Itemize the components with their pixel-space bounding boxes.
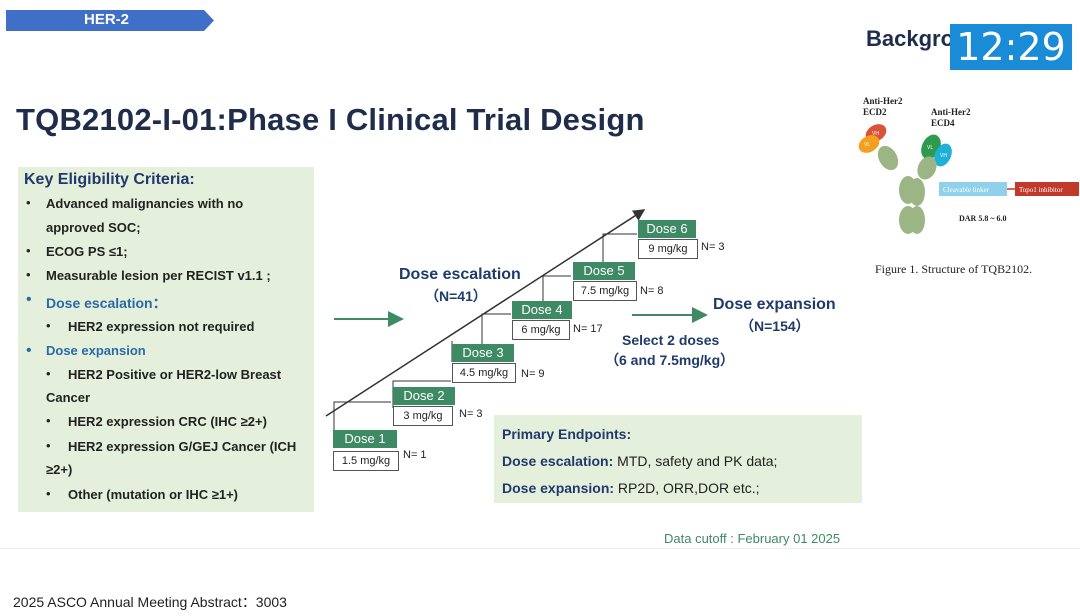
dose-step-label: Dose 5 (573, 262, 635, 280)
dose-escalation-n: （N=41） (425, 286, 487, 306)
dose-step-label: Dose 2 (393, 387, 455, 405)
select-doses-detail: （6 and 7.5mg/kg） (605, 350, 734, 370)
eligibility-criteria-panel (18, 167, 314, 512)
criteria-item: HER2 expression not required (68, 319, 254, 334)
criteria-item: HER2 Positive or HER2-low Breast (68, 367, 281, 382)
select-doses-title: Select 2 doses (622, 332, 719, 348)
dose-step-n: N= 3 (459, 408, 483, 420)
dose-step-n: N= 9 (521, 368, 545, 380)
endpoints-heading: Primary Endpoints: (502, 426, 631, 442)
dose-expansion-n: （N=154） (740, 316, 810, 336)
background-title: Backgro (866, 26, 954, 52)
bullet-dot: • (26, 243, 31, 258)
fig-dar: DAR 5.8 ~ 6.0 (959, 214, 1007, 223)
dose-step-label: Dose 3 (452, 344, 514, 362)
criteria-item: approved SOC; (46, 220, 141, 235)
bullet-dot: • (46, 486, 51, 501)
dose-step-value: 4.5 mg/kg (452, 363, 516, 383)
criteria-item: HER2 expression G/GEJ Cancer (ICH (68, 439, 296, 454)
dose-step-label: Dose 6 (638, 220, 696, 238)
criteria-item: Measurable lesion per RECIST v1.1 ; (46, 268, 271, 283)
bullet-dot: • (26, 195, 31, 210)
dose-step-value: 6 mg/kg (512, 320, 570, 340)
criteria-item: Dose escalation： (46, 293, 167, 313)
fig-vl-left: VL (864, 142, 870, 148)
fig-label-ecd2: Anti-Her2 (863, 96, 903, 106)
criteria-item: ≥2+) (46, 462, 72, 477)
bullet-dot: • (46, 318, 51, 333)
dose-step-n: N= 1 (403, 449, 427, 461)
fig-payload: Topo1 inhibitor (1019, 186, 1063, 194)
dose-escalation-title: Dose escalation (399, 266, 521, 284)
divider (0, 548, 1080, 549)
endpoint-expansion-label: Dose expansion: (502, 480, 614, 496)
dose-step-n: N= 3 (701, 241, 725, 253)
bullet-dot: • (46, 413, 51, 428)
endpoint-escalation: Dose escalation: MTD, safety and PK data… (502, 453, 777, 469)
figure-caption: Figure 1. Structure of TQB2102. (875, 262, 1032, 277)
dose-step-value: 3 mg/kg (393, 406, 453, 426)
page-title: TQB2102-I-01:Phase I Clinical Trial Desi… (16, 102, 645, 138)
endpoint-escalation-value: MTD, safety and PK data; (613, 453, 777, 469)
clock-overlay: 12:29 (950, 24, 1072, 70)
bullet-dot: • (46, 438, 51, 453)
criteria-item: Dose expansion (46, 343, 146, 358)
criteria-item: Advanced malignancies with no (46, 196, 243, 211)
bullet-dot: • (26, 267, 31, 282)
fig-vh-left: VH (872, 131, 879, 137)
fig-vh-right: VH (940, 153, 947, 159)
dose-step-label: Dose 4 (512, 301, 572, 319)
dose-expansion-title: Dose expansion (713, 296, 836, 314)
dose-step-value: 7.5 mg/kg (573, 281, 637, 301)
bullet-dot: • (46, 366, 51, 381)
fig-vl-right: VL (927, 145, 933, 151)
section-tag-label: HER-2 (84, 11, 129, 28)
fig-linker: Cleavable linker (943, 186, 990, 194)
dose-step-value: 9 mg/kg (638, 239, 698, 259)
criteria-item: ECOG PS ≤1; (46, 244, 128, 259)
endpoint-expansion: Dose expansion: RP2D, ORR,DOR etc.; (502, 480, 760, 496)
dose-step-label: Dose 1 (333, 430, 397, 448)
endpoint-escalation-label: Dose escalation: (502, 453, 613, 469)
fig-label-ecd4: Anti-Her2 (931, 107, 971, 117)
criteria-item: HER2 expression CRC (IHC ≥2+) (68, 414, 267, 429)
fig-label-ecd2-b: ECD2 (863, 107, 887, 117)
adc-structure-figure: Anti-Her2 ECD2 Anti-Her2 ECD4 VH VL VL V… (855, 90, 1080, 250)
fig-label-ecd4-b: ECD4 (931, 118, 955, 128)
expansion-arrow (630, 305, 712, 325)
endpoint-expansion-value: RP2D, ORR,DOR etc.; (614, 480, 759, 496)
footer-citation: 2025 ASCO Annual Meeting Abstract：3003 (13, 592, 287, 612)
dose-step-n: N= 17 (573, 323, 603, 335)
data-cutoff-note: Data cutoff : February 01 2025 (664, 531, 840, 546)
bullet-dot: • (26, 291, 32, 309)
dose-step-n: N= 8 (640, 285, 664, 297)
bullet-dot: • (26, 342, 32, 360)
criteria-item: Other (mutation or IHC ≥1+) (68, 487, 238, 502)
criteria-item: Cancer (46, 390, 90, 405)
dose-step-value: 1.5 mg/kg (333, 451, 399, 471)
criteria-heading: Key Eligibility Criteria: (24, 171, 195, 189)
